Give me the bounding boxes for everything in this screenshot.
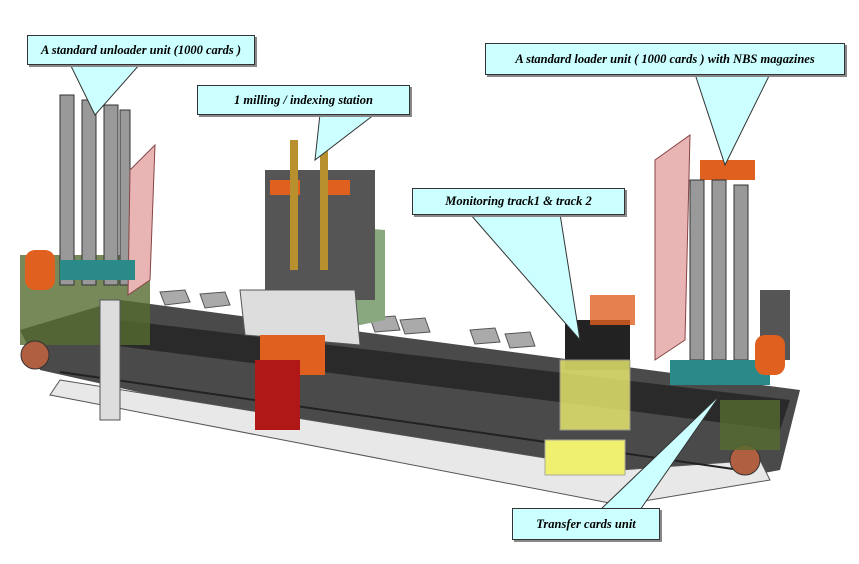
loader-unit: [654, 134, 790, 476]
callout-milling: 1 milling / indexing station: [197, 85, 410, 115]
callout-monitoring: Monitoring track1 & track 2: [412, 188, 625, 215]
card-track: [159, 289, 536, 349]
callout-transfer: Transfer cards unit: [512, 508, 660, 540]
unloader-unit: [20, 94, 156, 421]
milling-station: [239, 140, 385, 430]
callout-loader: A standard loader unit ( 1000 cards ) wi…: [485, 43, 845, 75]
callout-pointers: [69, 63, 771, 511]
callout-unloader: A standard unloader unit (1000 cards ): [27, 35, 255, 65]
